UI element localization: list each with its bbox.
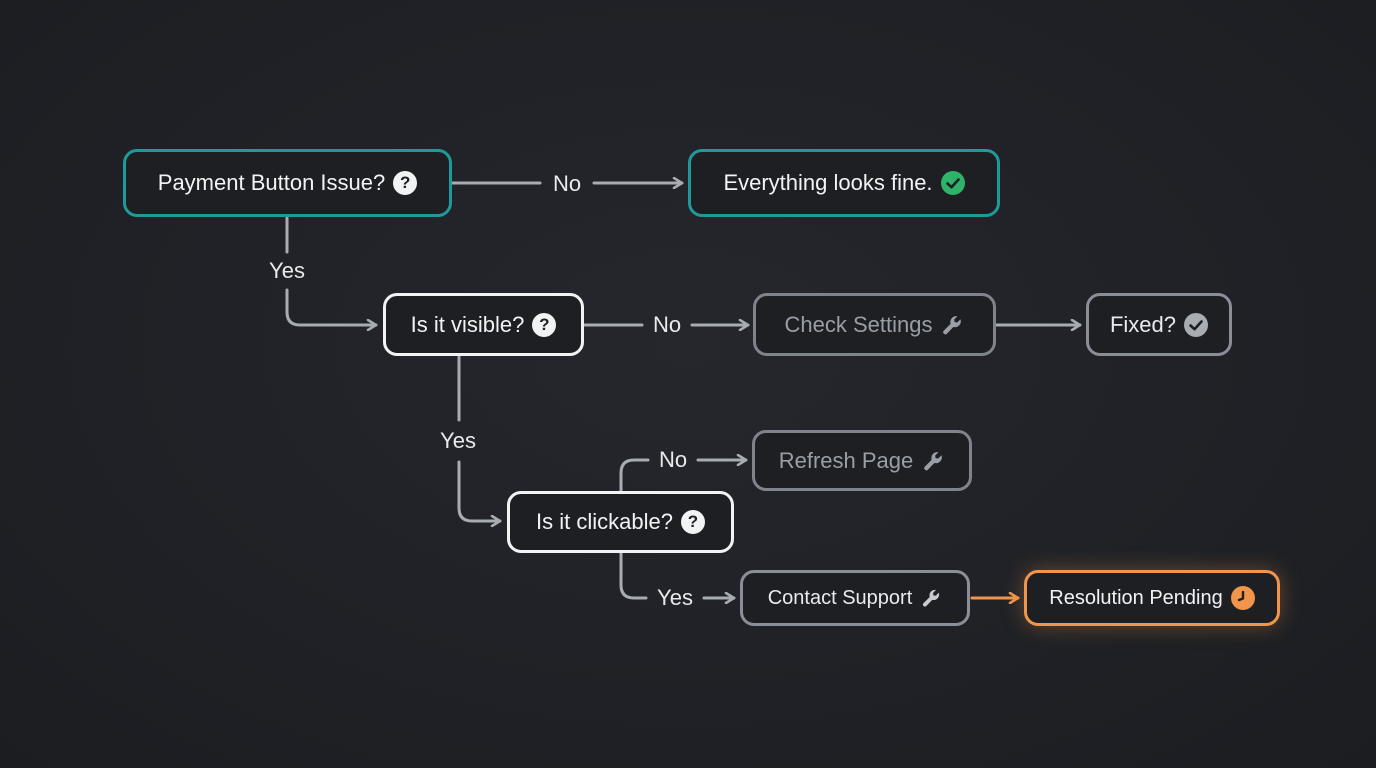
node-is-it-visible[interactable]: Is it visible? ? — [383, 293, 584, 356]
edge-label-clickable-no: No — [658, 447, 688, 472]
node-contact-support[interactable]: Contact Support — [740, 570, 970, 626]
node-label: Is it visible? — [410, 311, 525, 337]
node-label: Resolution Pending — [1049, 586, 1223, 609]
edge-label-visible-no: No — [652, 312, 682, 337]
wrench-icon — [940, 313, 964, 337]
edge-label-clickable-yes: Yes — [657, 585, 693, 610]
wrench-icon — [921, 449, 945, 473]
node-label: Check Settings — [784, 311, 933, 337]
edge-label-issue-no: No — [552, 171, 582, 196]
node-refresh-page[interactable]: Refresh Page — [752, 430, 972, 491]
node-label: Is it clickable? — [536, 509, 673, 534]
node-fixed[interactable]: Fixed? — [1086, 293, 1232, 356]
edge-clickable-yes-in — [619, 551, 648, 600]
node-label: Everything looks fine. — [723, 170, 933, 195]
clock-icon — [1230, 586, 1255, 610]
question-circle-icon: ? — [393, 171, 418, 195]
edge-label-issue-yes: Yes — [269, 258, 305, 283]
wrench-icon — [920, 587, 942, 609]
node-resolution-pending[interactable]: Resolution Pending — [1024, 570, 1280, 626]
node-label: Refresh Page — [778, 447, 914, 473]
node-payment-button-issue[interactable]: Payment Button Issue? ? — [123, 149, 452, 217]
edge-label-visible-yes: Yes — [440, 428, 476, 453]
edge-clickable-no-in — [619, 458, 650, 493]
edge-issue-yes-out — [285, 288, 378, 325]
node-check-settings[interactable]: Check Settings — [753, 293, 996, 356]
node-label: Fixed? — [1109, 311, 1177, 337]
question-circle-icon: ? — [680, 510, 705, 534]
node-is-it-clickable[interactable]: Is it clickable? ? — [507, 491, 734, 553]
node-label: Contact Support — [767, 586, 913, 609]
edge-visible-yes-out — [457, 460, 502, 521]
node-everything-looks-fine[interactable]: Everything looks fine. — [688, 149, 1000, 217]
node-label: Payment Button Issue? — [157, 170, 386, 195]
check-circle-icon — [1184, 312, 1209, 337]
check-circle-icon — [940, 171, 965, 195]
question-circle-icon: ? — [532, 312, 557, 337]
